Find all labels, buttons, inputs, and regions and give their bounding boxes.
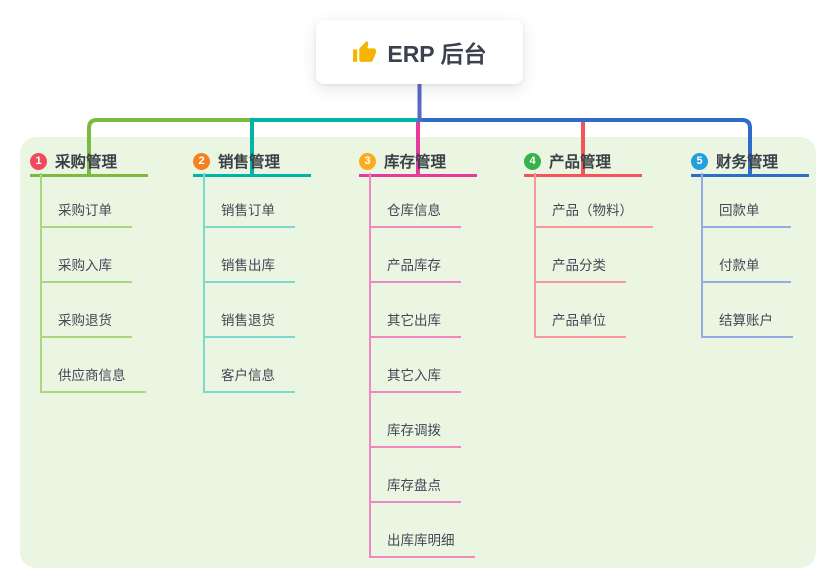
child-topic[interactable]: 库存盘点 (371, 448, 461, 503)
branch-label: 库存管理 (384, 154, 447, 171)
child-topic[interactable]: 出库库明细 (371, 503, 475, 558)
child-label: 其它出库 (387, 313, 441, 328)
child-label: 回款单 (719, 203, 760, 218)
child-topic[interactable]: 库存调拨 (371, 393, 461, 448)
child-topic[interactable]: 付款单 (703, 228, 791, 283)
child-label: 采购订单 (58, 203, 112, 218)
branch-number-badge: 3 (359, 152, 376, 170)
child-label: 产品（物料） (552, 203, 633, 218)
child-label: 采购退货 (58, 313, 112, 328)
child-topic[interactable]: 客户信息 (205, 338, 295, 393)
branch-label: 产品管理 (549, 154, 612, 171)
child-label: 库存调拨 (387, 423, 441, 438)
branch-children-1: 采购订单采购入库采购退货供应商信息 (40, 173, 146, 393)
child-topic[interactable]: 回款单 (703, 173, 791, 228)
child-topic[interactable]: 仓库信息 (371, 173, 461, 228)
root-node[interactable]: ERP 后台 (316, 20, 523, 84)
child-label: 付款单 (719, 258, 760, 273)
child-label: 产品库存 (387, 258, 441, 273)
child-topic[interactable]: 其它出库 (371, 283, 461, 338)
branch-label: 财务管理 (716, 154, 779, 171)
child-label: 产品分类 (552, 258, 606, 273)
child-topic[interactable]: 其它入库 (371, 338, 461, 393)
thumbs-up-icon (353, 40, 377, 62)
branch-number-badge: 5 (691, 152, 708, 170)
child-topic[interactable]: 销售订单 (205, 173, 295, 228)
child-topic[interactable]: 采购订单 (42, 173, 132, 228)
child-topic[interactable]: 产品分类 (536, 228, 626, 283)
child-label: 库存盘点 (387, 478, 441, 493)
branch-children-3: 仓库信息产品库存其它出库其它入库库存调拨库存盘点出库库明细 (369, 173, 475, 558)
child-label: 出库库明细 (387, 533, 455, 548)
child-label: 供应商信息 (58, 368, 126, 383)
branch-children-2: 销售订单销售出库销售退货客户信息 (203, 173, 295, 393)
child-topic[interactable]: 销售退货 (205, 283, 295, 338)
child-topic[interactable]: 产品（物料） (536, 173, 653, 228)
branch-number-badge: 4 (524, 152, 541, 170)
root-label: ERP 后台 (387, 41, 487, 67)
child-topic[interactable]: 采购入库 (42, 228, 132, 283)
child-topic[interactable]: 结算账户 (703, 283, 793, 338)
branch-children-4: 产品（物料） 产品分类产品单位 (534, 173, 653, 338)
child-label: 销售退货 (221, 313, 275, 328)
child-label: 销售出库 (221, 258, 275, 273)
child-topic[interactable]: 产品单位 (536, 283, 626, 338)
child-label: 仓库信息 (387, 203, 441, 218)
child-label: 销售订单 (221, 203, 275, 218)
child-topic[interactable]: 产品库存 (371, 228, 461, 283)
child-topic[interactable]: 采购退货 (42, 283, 132, 338)
child-label: 客户信息 (221, 368, 275, 383)
branch-label: 销售管理 (218, 154, 281, 171)
child-topic[interactable]: 销售出库 (205, 228, 295, 283)
child-label: 结算账户 (719, 313, 773, 328)
child-label: 采购入库 (58, 258, 112, 273)
child-label: 产品单位 (552, 313, 606, 328)
branch-children-5: 回款单付款单结算账户 (701, 173, 793, 338)
branch-number-badge: 1 (30, 152, 47, 170)
child-topic[interactable]: 供应商信息 (42, 338, 146, 393)
branch-number-badge: 2 (193, 152, 210, 170)
map-background (20, 137, 816, 568)
child-label: 其它入库 (387, 368, 441, 383)
branch-label: 采购管理 (55, 154, 118, 171)
